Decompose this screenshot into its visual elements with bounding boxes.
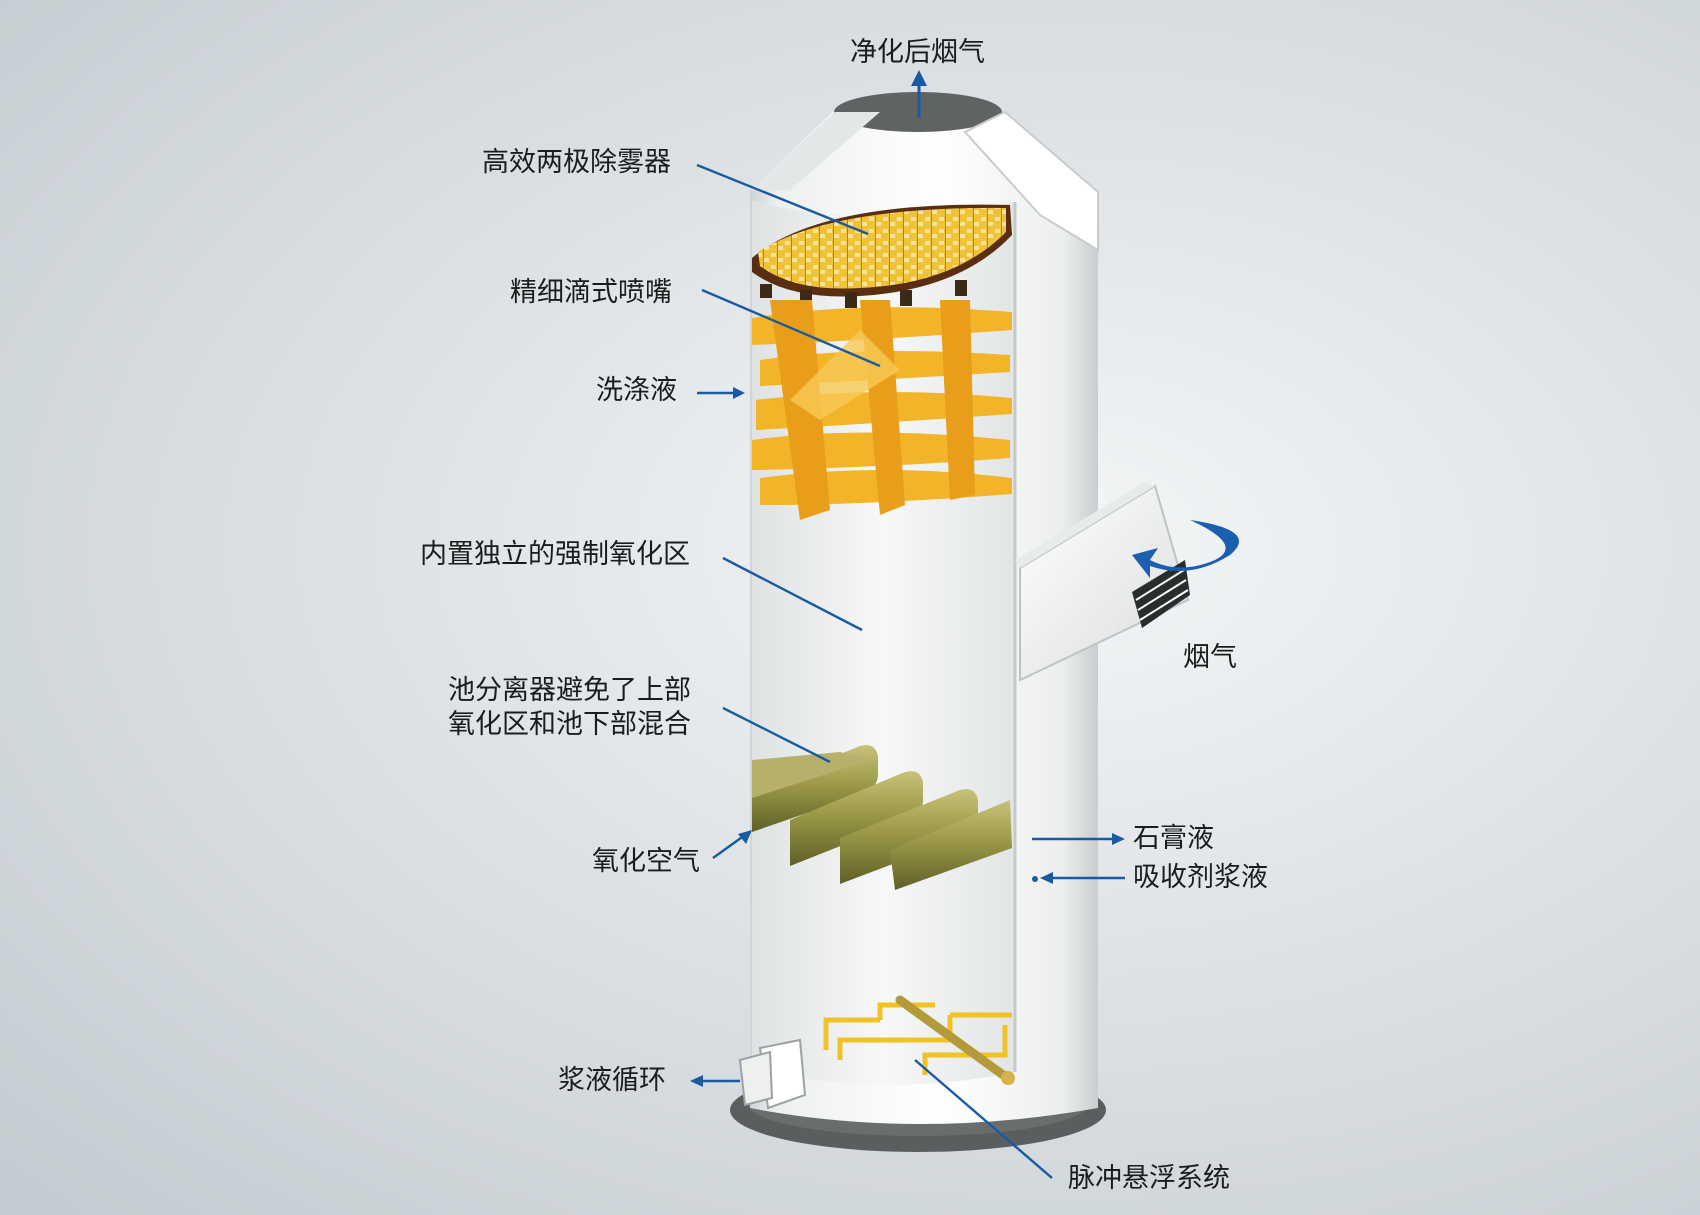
leader-nozzle — [701, 288, 881, 368]
leader-separator — [722, 706, 831, 764]
demister-layer — [752, 204, 1012, 308]
leader-demister — [696, 163, 869, 236]
leader-oxidation-zone — [722, 556, 863, 632]
separator-tubes — [752, 745, 1012, 890]
label-gypsum-liquid: 石膏液 — [1133, 823, 1214, 854]
label-flue-gas: 烟气 — [1183, 642, 1237, 673]
leader-oxidation-air — [712, 834, 746, 859]
flue-gas-inlet-duct — [1015, 482, 1190, 682]
label-oxidation-air: 氧化空气 — [592, 846, 700, 877]
label-absorbent-slurry: 吸收剂浆液 — [1133, 862, 1268, 893]
label-separator: 池分离器避免了上部 氧化区和池下部混合 — [448, 675, 691, 740]
pulse-suspension-pipes — [823, 1002, 1012, 1075]
leader-pulse-suspension — [914, 1059, 1053, 1179]
flue-gas-swirl-arrow — [1132, 520, 1239, 578]
label-clean-gas: 净化后烟气 — [850, 37, 985, 68]
spray-zone — [752, 300, 1012, 520]
label-demister: 高效两极除雾器 — [482, 147, 671, 178]
label-nozzle: 精细滴式喷嘴 — [510, 277, 672, 308]
label-wash-liquid: 洗涤液 — [596, 375, 677, 406]
label-oxidation-zone: 内置独立的强制氧化区 — [420, 539, 690, 570]
outlet-hood — [963, 110, 1099, 252]
label-pulse-suspension: 脉冲悬浮系统 — [1068, 1163, 1230, 1194]
label-slurry-circulation: 浆液循环 — [558, 1065, 666, 1096]
